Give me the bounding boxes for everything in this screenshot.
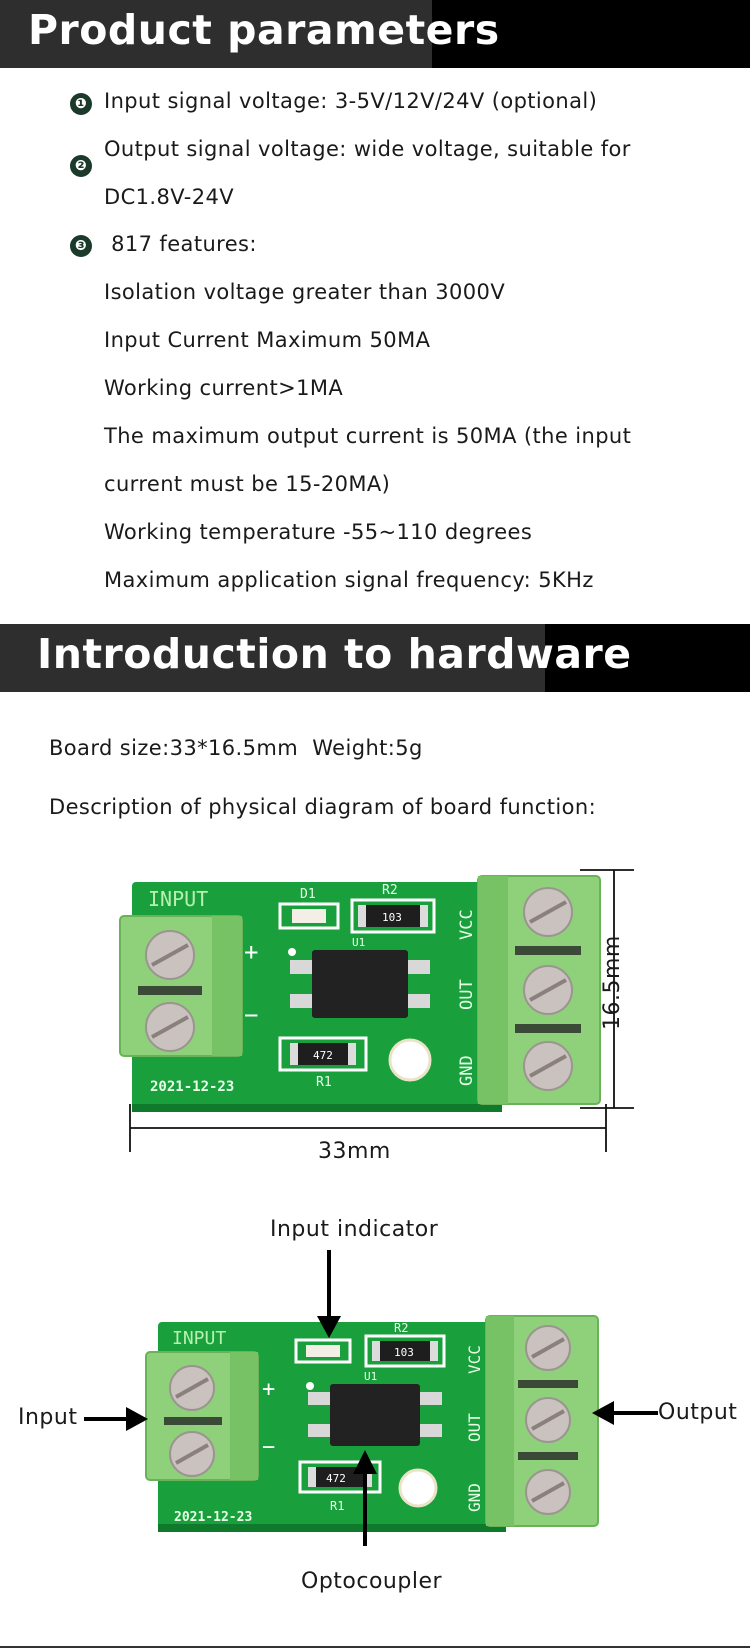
- bullet-2-icon: ❷: [70, 155, 92, 177]
- height-dimension-label: 16.5mm: [600, 935, 625, 1030]
- pcb-shadow: [132, 1104, 502, 1112]
- param-line: Input Current Maximum 50MA: [104, 328, 431, 352]
- resistor-r2-code: 103: [394, 1346, 414, 1359]
- silk-d1: D1: [300, 887, 316, 902]
- callout-input-indicator: Input indicator: [270, 1217, 439, 1242]
- bottom-divider: [0, 1646, 750, 1648]
- silk-minus: −: [262, 1435, 275, 1460]
- optocoupler-chip: [312, 950, 408, 1018]
- param-line: Working current>1MA: [104, 376, 344, 400]
- section-title-params: Product parameters: [28, 6, 500, 54]
- silk-r1: R1: [316, 1075, 332, 1090]
- silk-gnd: GND: [457, 1055, 477, 1086]
- silk-u1: U1: [352, 936, 365, 949]
- callout-input: Input: [18, 1405, 78, 1430]
- banner-tab: [0, 624, 545, 692]
- silk-u1: U1: [364, 1370, 377, 1383]
- led-d1: [294, 1338, 352, 1364]
- silk-gnd: GND: [465, 1483, 484, 1512]
- silk-input: INPUT: [172, 1328, 226, 1349]
- banner-tab: [0, 0, 432, 68]
- board-diagram-callouts: INPUT R2 U1 103 472 R1 + − 2021-12-23 VC…: [84, 1250, 658, 1546]
- optocoupler-arrow: [353, 1450, 377, 1546]
- silk-date: 2021-12-23: [150, 1079, 234, 1095]
- param-line: DC1.8V-24V: [104, 185, 235, 209]
- param-line: Output signal voltage: wide voltage, sui…: [104, 137, 631, 161]
- mounting-hole: [388, 1038, 432, 1082]
- resistor-r1-code: 472: [313, 1049, 333, 1062]
- description-text: Description of physical diagram of board…: [49, 795, 597, 819]
- bullet-3-icon: ❸: [70, 235, 92, 257]
- input-arrow: [84, 1407, 148, 1431]
- silk-out: OUT: [457, 979, 477, 1010]
- width-dimension: [129, 1104, 607, 1152]
- silk-r2: R2: [394, 1321, 408, 1335]
- silk-date: 2021-12-23: [174, 1510, 252, 1525]
- param-line: 817 features:: [104, 232, 257, 256]
- section-title-hardware: Introduction to hardware: [37, 630, 632, 678]
- height-dimension: [580, 869, 634, 1109]
- silk-plus: +: [244, 938, 258, 966]
- silk-vcc: VCC: [465, 1345, 484, 1374]
- callout-output: Output: [658, 1400, 738, 1425]
- silk-input: INPUT: [148, 887, 208, 911]
- silk-vcc: VCC: [457, 909, 477, 940]
- width-dimension-label: 33mm: [318, 1139, 391, 1164]
- resistor-r1: [278, 1036, 368, 1072]
- param-line: The maximum output current is 50MA (the …: [104, 424, 632, 448]
- board-diagram-dimensions: INPUT D1 R2 U1 103 472 R1 + − 2021-12-23…: [119, 869, 634, 1152]
- bullet-1-icon: ❶: [70, 93, 92, 115]
- mounting-hole: [398, 1468, 438, 1508]
- silk-plus: +: [262, 1377, 275, 1402]
- input-indicator-arrow: [317, 1250, 341, 1338]
- silk-minus: −: [244, 1001, 258, 1029]
- section-banner-params: Product parameters: [0, 0, 750, 68]
- resistor-r2: [350, 898, 436, 934]
- param-line: Isolation voltage greater than 3000V: [104, 280, 506, 304]
- led-d1: [278, 902, 340, 930]
- param-line: Maximum application signal frequency: 5K…: [104, 568, 594, 592]
- resistor-r1-code: 472: [326, 1472, 346, 1485]
- callout-optocoupler: Optocoupler: [301, 1569, 443, 1594]
- optocoupler-chip: [330, 1384, 420, 1446]
- param-line: Working temperature -55~110 degrees: [104, 520, 533, 544]
- param-line: current must be 15-20MA): [104, 472, 391, 496]
- output-arrow: [592, 1401, 658, 1425]
- param-line: Input signal voltage: 3-5V/12V/24V (opti…: [104, 89, 598, 113]
- resistor-r2: [364, 1334, 446, 1368]
- section-banner-hardware: Introduction to hardware: [0, 624, 750, 692]
- resistor-r1: [298, 1460, 382, 1494]
- silk-r2: R2: [382, 883, 398, 898]
- silk-r1: R1: [330, 1499, 344, 1513]
- resistor-r2-code: 103: [382, 911, 402, 924]
- silk-out: OUT: [465, 1413, 484, 1442]
- board-size-text: Board size:33*16.5mm Weight:5g: [49, 736, 423, 760]
